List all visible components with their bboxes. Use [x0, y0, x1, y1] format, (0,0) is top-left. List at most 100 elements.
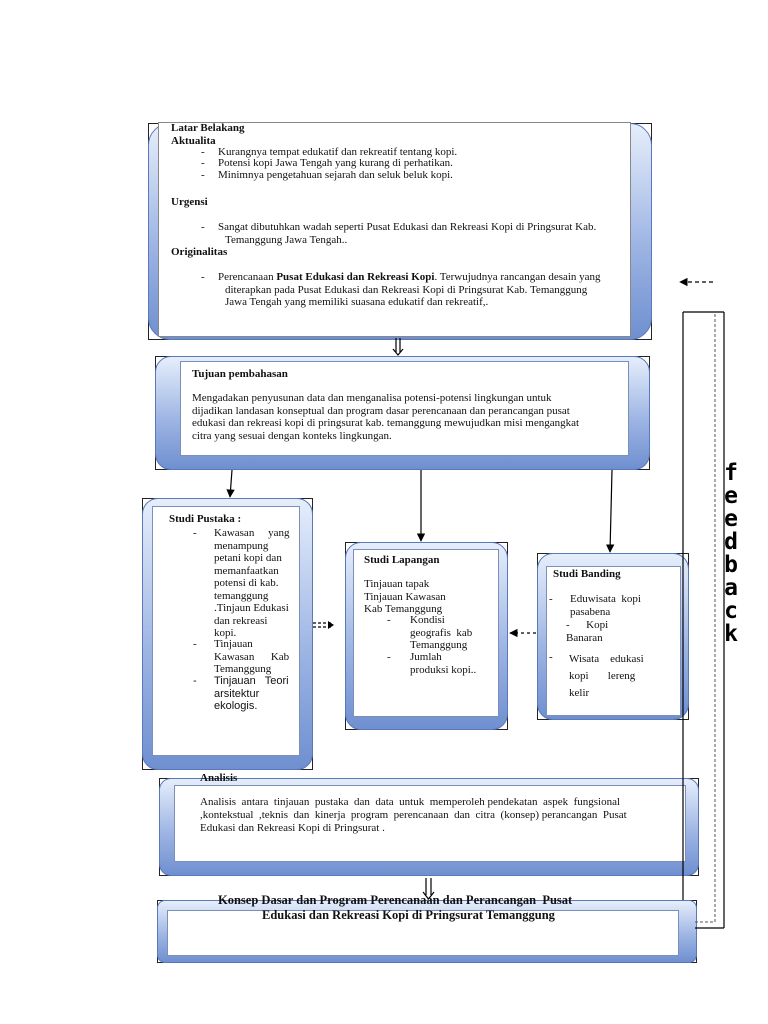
originalitas-line-2: diterapkan pada Pusat Edukasi dan Rekrea… — [225, 284, 588, 296]
lapangan-intro: Tinjauan tapak Tinjauan Kawasan Kab Tema… — [364, 578, 446, 616]
tujuan-line-4: citra yang sesuai dengan konteks lingkun… — [192, 430, 392, 442]
lapangan-intro-line: Kab Temanggung — [364, 603, 443, 615]
arrow-to-banding — [605, 469, 615, 553]
pustaka-item-2-line: Kawasan Kab — [214, 650, 290, 663]
banding-item-2-line: - Kopi — [566, 619, 609, 631]
feedback-letter: k — [724, 621, 738, 647]
analisis-line-2: ,kontekstual ,teknis dan kinerja program… — [200, 809, 627, 821]
banding-item-1-line: Eduwisata kopi — [570, 593, 641, 605]
lapangan-item-1-line: Kondisi — [410, 614, 445, 626]
urgensi-line-2: Temanggung Jawa Tengah.. — [225, 234, 348, 246]
tujuan-line-3: edukasi dan rekreasi kopi di pringsurat … — [192, 417, 580, 429]
pustaka-item-1-line: petani kopi dan — [214, 552, 282, 564]
feedback-letter: c — [724, 598, 738, 624]
originalitas-line-3: Jawa Tengah yang memiliki suasana edukat… — [225, 296, 489, 308]
pustaka-item-1-line: menampung — [214, 539, 269, 552]
feedback-letter: e — [724, 483, 738, 509]
banding-panel — [546, 566, 681, 716]
banding-dash-3: - — [549, 651, 553, 663]
tujuan-panel — [180, 361, 629, 456]
pustaka-item-1: Kawasan yang menampung petani kopi dan m… — [214, 527, 294, 640]
banding-item-2: - Kopi Banaran — [566, 619, 608, 644]
aktualita-dash-3: - — [201, 169, 205, 181]
arrow-to-pustaka — [226, 469, 235, 498]
lapangan-dash-1: - — [387, 614, 391, 626]
feedback-letter: b — [724, 552, 738, 578]
lapangan-intro-line: Tinjauan tapak — [364, 578, 430, 590]
originalitas-bold: Pusat Edukasi dan Rekreasi Kopi — [276, 271, 435, 283]
pustaka-item-3: Tinjauan Teori arsitektur ekologis. — [214, 675, 299, 713]
aktualita-item-2: Potensi kopi Jawa Tengah yang kurang di … — [218, 157, 453, 169]
lapangan-panel — [353, 549, 499, 717]
pustaka-dash-3: - — [193, 675, 197, 687]
pustaka-item-2: Tinjauan Kawasan Kab Temanggung — [214, 638, 294, 676]
banding-item-3-line: kopi lereng — [569, 670, 636, 682]
pustaka-item-2-line: Temanggung — [214, 663, 272, 675]
banding-item-1-line: pasabena — [570, 605, 611, 618]
double-arrow-1 — [392, 338, 404, 356]
originalitas-prefix: Perencanaan — [218, 271, 277, 283]
feedback-letter: f — [724, 460, 738, 486]
aktualita-item-1: Kurangnya tempat edukatif dan rekreatif … — [218, 146, 458, 158]
analisis-panel — [174, 785, 686, 862]
pustaka-item-1-line: dan rekreasi — [214, 614, 268, 627]
originalitas-dash: - — [201, 271, 205, 283]
lapangan-item-2-line: produksi kopi.. — [410, 663, 477, 676]
aktualita-dash-1: - — [201, 146, 205, 158]
lapangan-item-2-line: Jumlah — [410, 651, 442, 663]
latar-belakang-panel — [158, 122, 631, 337]
feedback-letter: d — [724, 529, 738, 555]
banding-item-1: Eduwisata kopi pasabena — [570, 593, 641, 618]
konsep-line-1: Konsep Dasar dan Program Perencanaan dan… — [218, 893, 573, 907]
banding-item-3-line: Wisata edukasi — [569, 653, 644, 665]
urgensi-heading: Urgensi — [171, 196, 208, 208]
lapangan-dash-2: - — [387, 651, 391, 663]
pustaka-item-3-line: Tinjauan Teori — [214, 675, 289, 687]
aktualita-heading: Aktualita — [171, 135, 216, 147]
pustaka-item-1-line: .Tinjaun Edukasi — [214, 602, 289, 614]
pustaka-title: Studi Pustaka : — [169, 513, 242, 525]
pustaka-item-1-line: Kawasan yang — [214, 527, 290, 539]
pustaka-item-2-line: Tinjauan — [214, 638, 253, 650]
konsep-line-2: Edukasi dan Rekreasi Kopi di Pringsurat … — [262, 908, 555, 922]
banding-item-3: Wisata edukasi kopi lereng kelir — [569, 651, 644, 702]
pustaka-item-3-line: ekologis. — [214, 700, 258, 712]
originalitas-heading: Originalitas — [171, 246, 228, 258]
pustaka-item-3-line: arsitektur — [214, 687, 260, 700]
lapangan-item-1-line: geografis kab — [410, 626, 473, 639]
banding-item-2-line: Banaran — [566, 631, 603, 644]
pustaka-dash-2: - — [193, 638, 197, 650]
urgensi-dash: - — [201, 221, 205, 233]
tujuan-line-1: Mengadakan penyusunan data dan menganali… — [192, 392, 552, 404]
banding-title: Studi Banding — [553, 568, 621, 580]
aktualita-item-3: Minimnya pengetahuan sejarah dan seluk b… — [218, 169, 453, 181]
feedback-label: f e e d b a c k — [719, 462, 743, 646]
pustaka-item-1-line: temanggung — [214, 589, 269, 602]
dashed-arrow-lapangan-pustaka — [313, 621, 334, 629]
lapangan-item-2: Jumlah produksi kopi.. — [410, 651, 476, 676]
tujuan-line-2: dijadikan landasan konseptual dan progra… — [192, 405, 570, 417]
lapangan-intro-line: Tinjauan Kawasan — [364, 590, 446, 603]
originalitas-suffix: . Terwujudnya rancangan desain yang — [434, 271, 601, 283]
lapangan-title: Studi Lapangan — [364, 554, 440, 566]
banding-dash-1: - — [549, 593, 553, 605]
analisis-title: Analisis — [200, 772, 238, 784]
banding-item-3-line: kelir — [569, 687, 590, 699]
pustaka-panel — [152, 506, 300, 756]
originalitas-line-1: Perencanaan Pusat Edukasi dan Rekreasi K… — [218, 271, 601, 284]
feedback-letter: e — [724, 506, 738, 532]
lapangan-item-1-line: Temanggung — [410, 639, 468, 651]
lapangan-item-1: Kondisi geografis kab Temanggung — [410, 614, 480, 652]
pustaka-dash-1: - — [193, 527, 197, 539]
latar-belakang-title: Latar Belakang — [171, 122, 245, 134]
tujuan-title: Tujuan pembahasan — [192, 368, 288, 380]
aktualita-dash-2: - — [201, 157, 205, 169]
konsep-panel — [167, 910, 679, 956]
pustaka-item-1-line: potensi di kab. — [214, 577, 279, 589]
analisis-line-3: Edukasi dan Rekreasi Kopi di Pringsurat … — [200, 822, 385, 834]
pustaka-item-1-line: memanfaatkan — [214, 564, 279, 577]
urgensi-line-1: Sangat dibutuhkan wadah seperti Pusat Ed… — [218, 221, 597, 233]
analisis-line-1: Analisis antara tinjauan pustaka dan dat… — [200, 796, 621, 808]
pustaka-item-1-line: kopi. — [214, 627, 237, 639]
feedback-letter: a — [724, 575, 738, 601]
